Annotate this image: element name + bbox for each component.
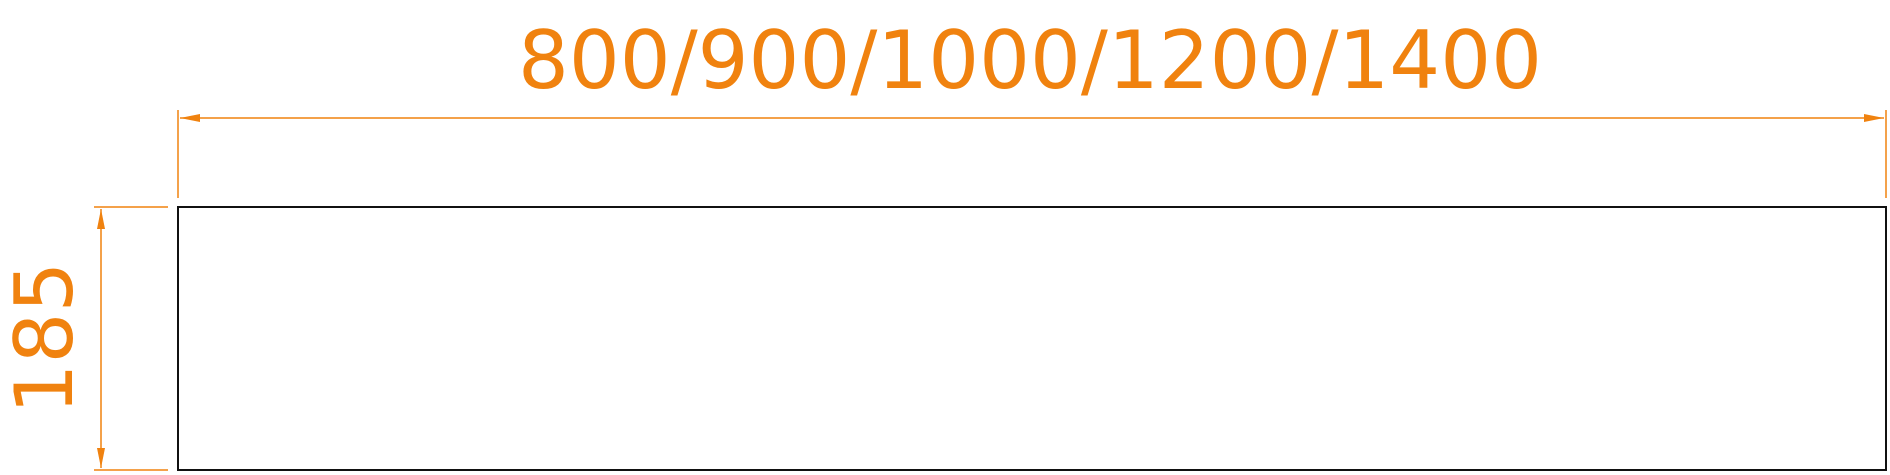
- width-dimension-label: 800/900/1000/1200/1400: [518, 14, 1542, 107]
- height-dimension-label: 185: [0, 262, 91, 415]
- width-arrow-left: [180, 114, 200, 122]
- height-arrow-bottom: [97, 448, 105, 468]
- width-arrow-right: [1864, 114, 1884, 122]
- panel-outline: [177, 206, 1887, 471]
- height-arrow-top: [97, 209, 105, 229]
